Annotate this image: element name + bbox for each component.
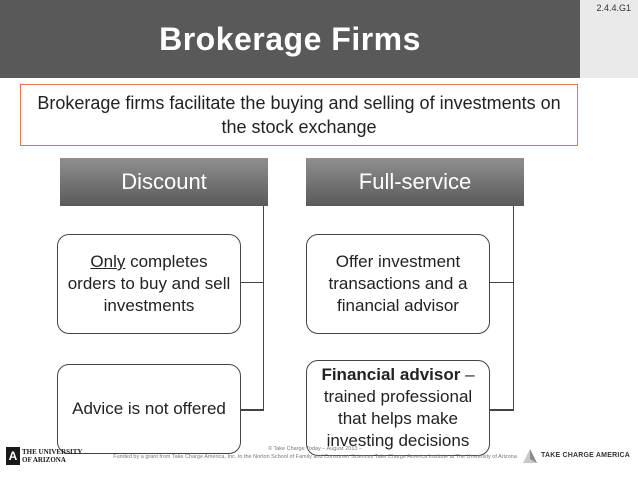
full-service-node-advisor-text: – trained professional that helps make i… (323, 365, 475, 450)
full-service-connector (490, 206, 514, 410)
tca-logo-text: TAKE CHARGE AMERICA (541, 452, 630, 459)
discount-stub-2 (240, 410, 264, 411)
page-title: Brokerage Firms (159, 20, 421, 57)
discount-stub-1 (240, 282, 264, 283)
take-charge-america-logo: TAKE CHARGE AMERICA (521, 447, 630, 465)
footer-copyright: © Take Charge Today – August 2013 – (267, 446, 363, 452)
slide-id: 2.4.4.G1 (593, 2, 634, 14)
discount-node-orders: Only completes orders to buy and sell in… (57, 234, 241, 334)
discount-node-orders-text: completes orders to buy and sell investm… (67, 252, 231, 315)
subtitle-box: Brokerage firms facilitate the buying an… (20, 84, 578, 146)
full-service-header: Full-service (306, 158, 524, 206)
discount-header: Discount (60, 158, 268, 206)
full-service-stub-2 (490, 410, 514, 411)
discount-node-advice-text: Advice is not offered (72, 399, 226, 418)
full-service-node-advisor: Financial advisor – trained professional… (306, 360, 490, 456)
subtitle-text: Brokerage firms facilitate the buying an… (37, 93, 561, 137)
discount-node-advice: Advice is not offered (57, 364, 241, 454)
footer-credits: © Take Charge Today – August 2013 – Fund… (80, 445, 550, 461)
full-service-node-offer-text: Offer investment transactions and a fina… (328, 252, 468, 315)
title-bar: Brokerage Firms (0, 0, 580, 78)
university-logo-line1: THE UNIVERSITY (22, 448, 83, 456)
financial-advisor-term: Financial advisor (321, 365, 461, 384)
full-service-stub-1 (490, 282, 514, 283)
only-emphasis: Only (90, 252, 126, 271)
full-service-node-offer: Offer investment transactions and a fina… (306, 234, 490, 334)
full-service-header-label: Full-service (358, 169, 472, 194)
discount-connector (240, 206, 264, 410)
footer: A THE UNIVERSITY OF ARIZONA © Take Charg… (0, 443, 638, 479)
university-logo-line2: OF ARIZONA (22, 456, 66, 464)
tca-logo-icon (523, 449, 538, 463)
footer-funding: Funded by a grant from Take Charge Ameri… (113, 454, 517, 460)
university-logo: A THE UNIVERSITY OF ARIZONA (6, 447, 83, 465)
university-logo-mark: A (6, 447, 20, 465)
discount-header-label: Discount (121, 169, 207, 194)
